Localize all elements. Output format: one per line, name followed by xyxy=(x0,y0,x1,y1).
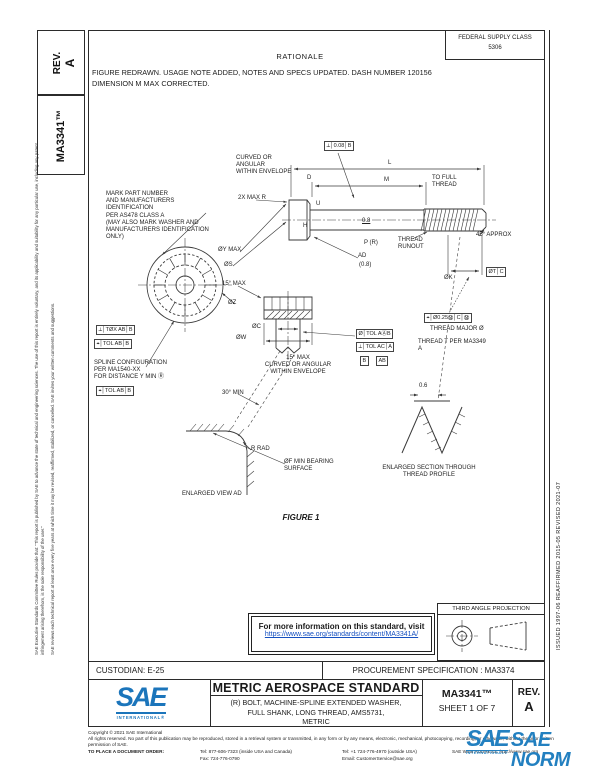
bolt-line-art xyxy=(138,152,496,495)
doc-number-vertical: MA3341™ xyxy=(55,109,67,163)
figure-label: FIGURE 1 xyxy=(282,513,320,522)
drawing-annotation: H xyxy=(303,223,308,229)
drawing-annotation: P (R) xyxy=(364,240,378,246)
rule xyxy=(422,679,423,727)
drawing-annotation: ⟂│TØX AB│B xyxy=(96,325,136,336)
drawing-annotation: ØW xyxy=(236,335,247,341)
rule xyxy=(88,679,545,680)
drawing-annotation: ØF MIN BEARING SURFACE xyxy=(284,459,334,473)
frame-double-rule xyxy=(549,30,550,727)
drawing-annotation: THREAD T PER MA3349 A xyxy=(418,339,486,353)
drawing-annotation: ØZ xyxy=(228,300,237,306)
rev-box: REV. A xyxy=(37,30,85,95)
drawing-annotation: 0.8 xyxy=(362,218,371,224)
projection-box: THIRD ANGLE PROJECTION xyxy=(437,603,545,661)
rule xyxy=(322,661,323,679)
drawing-annotation: (0.8) xyxy=(359,262,372,268)
fsc-label: FEDERAL SUPPLY CLASS xyxy=(458,35,532,41)
drawing-annotation: ENLARGED VIEW AD xyxy=(182,491,242,497)
rationale-title: RATIONALE xyxy=(276,52,324,61)
drawing-annotation: ØK xyxy=(444,275,453,281)
order-label: TO PLACE A DOCUMENT ORDER: xyxy=(88,749,165,754)
drawing-annotation: CURVED OR ANGULAR WITHIN ENVELOPE xyxy=(236,155,292,176)
drawing-annotation: D xyxy=(307,175,312,181)
rev-label-bottom: REV. xyxy=(517,687,541,698)
drawing-annotation: B xyxy=(360,356,369,367)
rule xyxy=(512,679,513,727)
drawing-annotation: Ø│TOL AⒶB xyxy=(356,329,394,340)
sae-norm-watermark: SAE INTERNATIONAL® SAE NORM xyxy=(466,725,600,771)
drawing-frame xyxy=(88,30,545,727)
email-address: Email: CustomerService@sae.org xyxy=(342,756,413,761)
drawing-annotation: M xyxy=(384,177,389,183)
watermark-sae-logo: SAE xyxy=(466,725,509,751)
more-info-inner: For more information on this standard, v… xyxy=(251,616,432,652)
doc-number: MA3341™ xyxy=(441,688,493,700)
drawing-annotation: AB xyxy=(376,356,389,367)
issued-revised-dates: ISSUED 1997-06 REAFFIRMED 2015-05 REVISE… xyxy=(556,481,562,650)
drawing-annotation: ØY MAX xyxy=(218,247,242,253)
rights-paragraph: All rights reserved. No part of this pub… xyxy=(88,736,554,748)
custodian: CUSTODIAN: E-25 xyxy=(96,666,165,675)
drawing-annotation: U xyxy=(316,201,321,207)
phone-inside: Tel: 877-606-7323 (inside USA and Canada… xyxy=(200,749,292,754)
more-info-box: For more information on this standard, v… xyxy=(248,613,435,655)
drawing-annotation: ENLARGED SECTION THROUGH THREAD PROFILE xyxy=(382,465,476,479)
left-margin-disclaimer: SAE Executive Standards Committee Rules … xyxy=(34,143,46,655)
drawing-annotation: 45° APPROX xyxy=(476,232,512,238)
projection-title: THIRD ANGLE PROJECTION xyxy=(438,604,544,615)
rev-value: A xyxy=(62,58,77,68)
standard-subtitle: (R) BOLT, MACHINE-SPLINE EXTENDED WASHER… xyxy=(230,698,402,726)
drawing-annotation: TO FULL THREAD xyxy=(432,175,457,189)
drawing-annotation: ØC xyxy=(252,324,261,330)
rev-box-text: REV. A xyxy=(52,39,77,87)
drawing-annotation: ⟂│TOL AC│A xyxy=(356,342,395,353)
sheet-number: SHEET 1 OF 7 xyxy=(438,703,496,713)
drawing-annotation: ⌖│TOL AB│B xyxy=(96,386,134,397)
standard-type-title: METRIC AEROSPACE STANDARD xyxy=(212,681,420,695)
sae-logo-subtext: INTERNATIONAL® xyxy=(116,712,166,720)
drawing-annotation: 2X MAX R xyxy=(238,195,267,201)
drawing-annotation: ⌖│Ø0.25Ⓜ│C│Ⓜ xyxy=(424,313,472,324)
rule xyxy=(88,661,545,662)
drawing-annotation: MARK PART NUMBER AND MANUFACTURERS IDENT… xyxy=(106,191,209,241)
drawing-annotation: 30° MIN xyxy=(222,390,244,396)
figure-1-drawing: ⟂│0.08│B CURVED OR ANGULAR WITHIN ENVELOP… xyxy=(88,105,548,565)
rule xyxy=(210,679,211,727)
drawing-annotation: THREAD RUNOUT xyxy=(398,237,424,251)
drawing-annotation: ⟂│0.08│B xyxy=(324,141,354,152)
drawing-annotation: ØT│C xyxy=(486,267,507,278)
fsc-value: 5306 xyxy=(488,44,502,51)
drawing-annotation: ØS xyxy=(224,262,233,268)
rationale-text: FIGURE REDRAWN. USAGE NOTE ADDED, NOTES … xyxy=(92,68,432,88)
drawing-annotation: THREAD MAJOR Ø xyxy=(430,326,484,332)
fax-number: Fax: 724-776-0790 xyxy=(200,756,240,761)
drawing-annotation: ⌖│TOL AB│B xyxy=(94,339,132,350)
drawing-annotation: 15° MAX xyxy=(222,281,246,287)
procurement-specification: PROCUREMENT SPECIFICATION : MA3374 xyxy=(352,666,515,675)
third-angle-projection-icon xyxy=(446,620,527,652)
copyright-line: Copyright © 2021 SAE International xyxy=(88,730,163,735)
drawing-annotation: 0.6 xyxy=(419,383,428,389)
drawing-annotation: AD xyxy=(358,253,367,259)
doc-number-box: MA3341™ xyxy=(37,95,85,175)
rev-label: REV. xyxy=(52,51,63,75)
drawing-annotation: R RAD xyxy=(251,446,270,452)
rule xyxy=(210,695,422,696)
standard-link[interactable]: https://www.sae.org/standards/content/MA… xyxy=(264,631,419,638)
left-margin-review-note: SAE reviews each technical report at lea… xyxy=(50,302,55,655)
sae-logo: SAE INTERNATIONAL® xyxy=(116,682,168,720)
rev-value-bottom: A xyxy=(524,699,534,714)
web-address: SAE WEB ADDRESS: http://www.sae.org xyxy=(452,749,539,754)
watermark-sae-subtext: INTERNATIONAL® xyxy=(466,749,508,755)
phone-outside: Tel: +1 724-776-4970 (outside USA) xyxy=(342,749,417,754)
drawing-annotation: SPLINE CONFIGURATION PER MA1540-XX FOR D… xyxy=(94,360,167,381)
sae-logo-text: SAE xyxy=(116,682,168,712)
drawing-annotation: 15° MAX CURVED OR ANGULAR WITHIN ENVELOP… xyxy=(264,355,332,376)
drawing-annotation: L xyxy=(388,160,392,166)
watermark-text: SAE NORM xyxy=(510,729,571,771)
federal-supply-class-box: FEDERAL SUPPLY CLASS 5306 xyxy=(445,30,545,60)
more-info-text: For more information on this standard, v… xyxy=(258,622,425,631)
